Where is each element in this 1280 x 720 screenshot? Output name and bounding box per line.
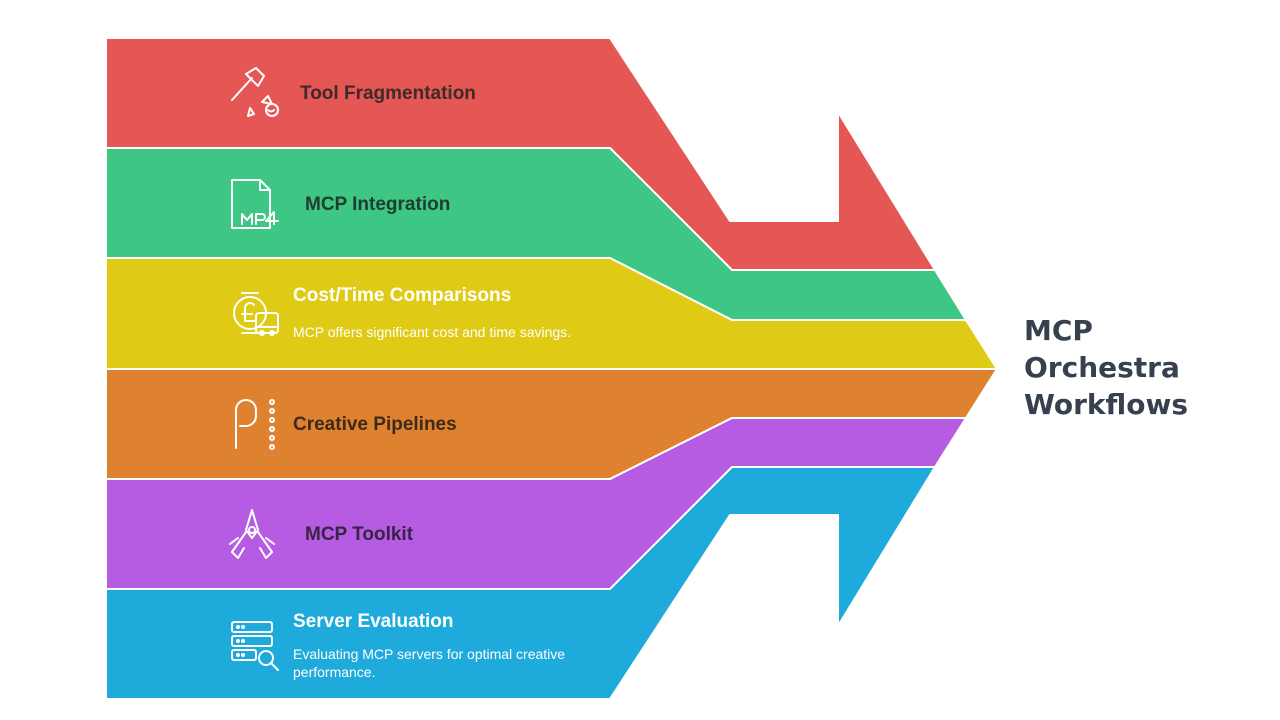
band-title-cost-time-comparisons: Cost/Time Comparisons [293, 285, 511, 306]
band-desc-server-evaluation-line-1: Evaluating MCP servers for optimal creat… [293, 646, 565, 662]
server-search-icon [231, 621, 279, 671]
band-title-mcp-toolkit: MCP Toolkit [305, 524, 414, 545]
band-title-creative-pipelines: Creative Pipelines [293, 414, 457, 435]
band-title-server-evaluation: Server Evaluation [293, 611, 454, 632]
band-title-tool-fragmentation: Tool Fragmentation [300, 83, 476, 104]
axe-chopping-icon [231, 67, 279, 117]
band-server-evaluation [105, 466, 937, 700]
destination-title-line: Orchestra [1024, 351, 1180, 384]
destination-title: MCP Orchestra Workflows [1024, 312, 1254, 423]
mp4-file-icon [231, 179, 279, 229]
destination-title-line: Workflows [1024, 388, 1189, 421]
multitool-icon [229, 509, 275, 559]
pipeline-p-icon [235, 399, 275, 450]
band-desc-cost-time-comparisons: MCP offers significant cost and time sav… [293, 324, 571, 340]
band-title-mcp-integration: MCP Integration [305, 194, 450, 215]
band-desc-server-evaluation-line-2: performance. [293, 664, 375, 680]
pound-clock-money-icon [233, 292, 279, 336]
destination-title-line: MCP [1024, 314, 1093, 347]
